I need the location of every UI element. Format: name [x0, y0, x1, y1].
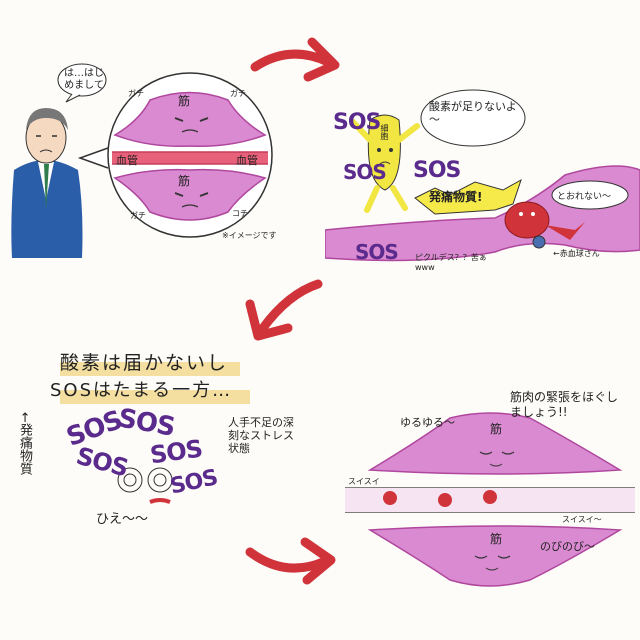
- man-figure: [11, 108, 83, 258]
- joke-text: ピクルデス？？苦ぁwww: [415, 253, 487, 272]
- arrow-right-top: [250, 37, 340, 82]
- arrow-down-left: [245, 279, 323, 341]
- sos-text-2: SOS: [343, 160, 387, 184]
- blood-cells-flowing: [383, 490, 497, 507]
- flow-text-right: スイスイ～: [562, 515, 602, 524]
- panel-sos-cell: SOS SOS SOS SOS 細胞 酸素が足りないよ～ 発痛物質! とおれない…: [325, 80, 640, 295]
- muscle-label-top: 筋: [490, 422, 503, 436]
- relaxed-muscle-illustration: [345, 412, 635, 587]
- red-blood-cell: [504, 201, 585, 249]
- arrow-right-bottom: [245, 537, 336, 585]
- cell-character: [350, 114, 420, 213]
- fx-gachi-3: ガチ: [130, 211, 146, 220]
- blood-cell-speech: とおれない～: [557, 192, 612, 202]
- scream-text: ひえ～～: [96, 512, 149, 527]
- fx-kochi: コチ: [232, 209, 248, 218]
- muscle-label-top: 筋: [178, 94, 191, 108]
- stretch-text: のびのび～: [540, 540, 595, 553]
- stiff-muscle-illustration: [11, 63, 273, 258]
- relax-caption: 筋肉の緊張をほぐしましょう!!: [510, 390, 619, 419]
- fx-gachi-1: ガチ: [128, 89, 144, 98]
- vessel-label-right: 血管: [236, 154, 258, 167]
- stress-caption: 人手不足の深刻なストレス状態: [228, 416, 294, 455]
- muscle-label-bottom: 筋: [490, 532, 503, 546]
- blood-cell-name: ←赤血球さん: [553, 249, 600, 258]
- loose-text: ゆるゆる～: [400, 416, 455, 429]
- image-note: ※イメージです: [222, 231, 277, 240]
- man-speech: は…はじめまして: [64, 68, 104, 91]
- sos-cell-illustration: [325, 89, 640, 262]
- panel-stiff-muscle: は…はじめまして 筋 筋 血管 血管 ガチ ガチ コチ ガチ ※イメージです: [0, 60, 320, 260]
- stress-illustration: [60, 362, 250, 504]
- fx-gachi-2: ガチ: [230, 89, 246, 98]
- cell-label: 細胞: [380, 124, 389, 140]
- pain-substance-side: ←発痛物質: [17, 412, 32, 475]
- sos-text-1: SOS: [333, 110, 381, 135]
- panel-stress-state: 酸素は届かないし SOSはたまる一方… ←発痛物質 人手不足の深刻なストレス状態…: [0, 330, 320, 540]
- oxygen-bubble: 酸素が足りないよ～: [429, 100, 517, 126]
- sos-text-3: SOS: [413, 158, 461, 183]
- muscle-label-bottom: 筋: [178, 174, 191, 188]
- headline-sos: SOSはたまる一方…: [50, 380, 233, 401]
- sos-text-4: SOS: [355, 240, 399, 264]
- headline-oxygen: 酸素は届かないし: [60, 352, 229, 374]
- pain-substance-label: 発痛物質!: [429, 190, 483, 204]
- vessel-label-left: 血管: [116, 154, 138, 167]
- flow-text-left: スイスイ: [348, 477, 380, 486]
- panel-relaxed-muscle: 筋肉の緊張をほぐしましょう!! ゆるゆる～ 筋 筋 スイスイ スイスイ～ のびの…: [330, 380, 640, 610]
